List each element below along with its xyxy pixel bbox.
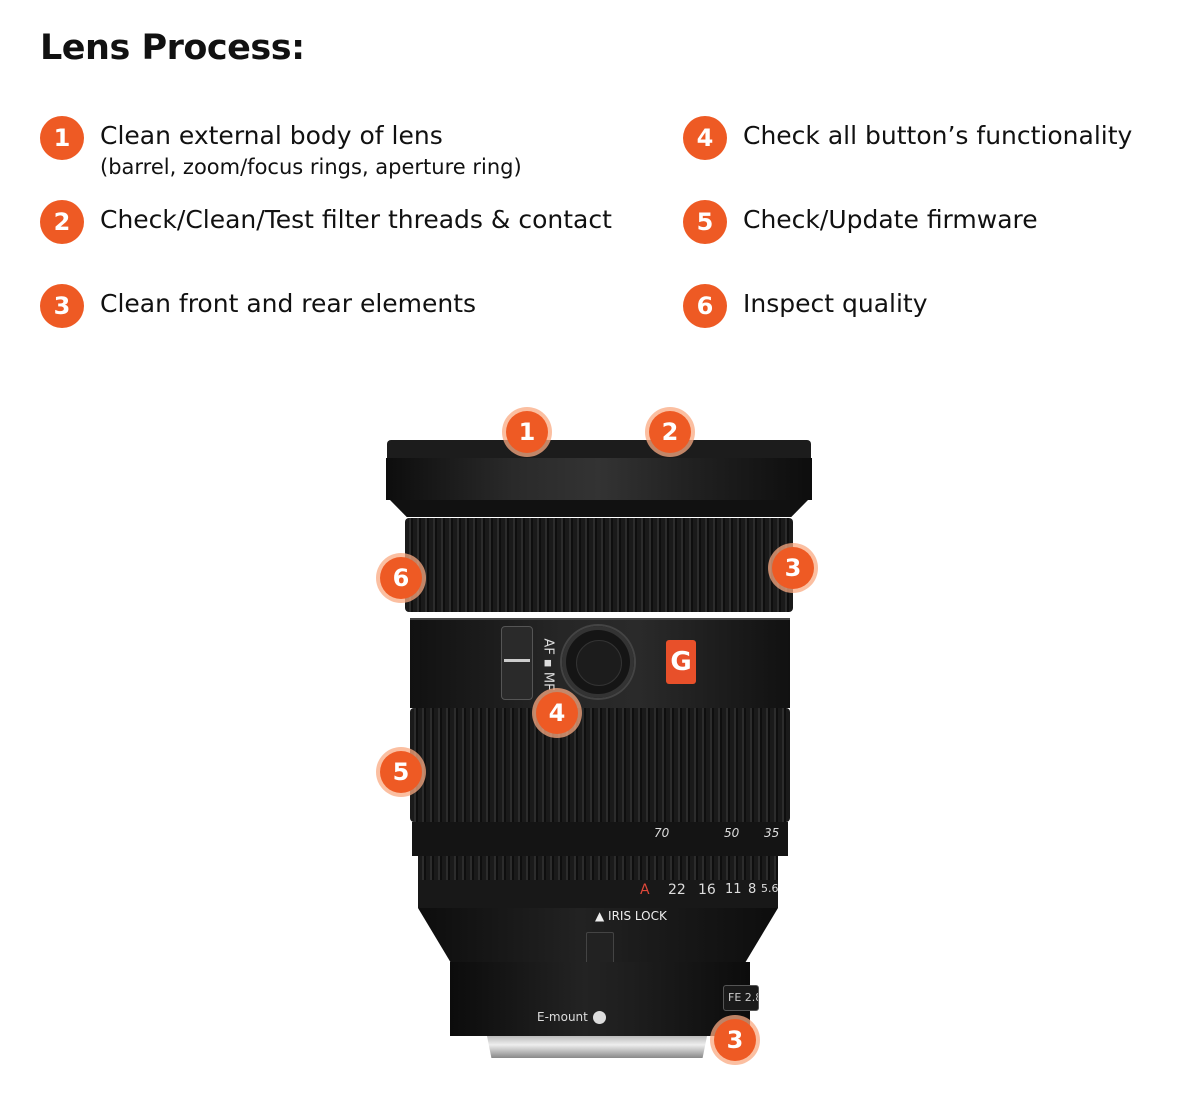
focal-mark: 35 [764, 826, 780, 840]
g-master-logo: G [666, 640, 696, 684]
marker-4: 4 [536, 692, 578, 734]
step-number-badge: 5 [683, 200, 727, 244]
step-label: Clean external body of lens [100, 121, 443, 150]
page-title: Lens Process: [40, 28, 305, 68]
aperture-scale: A 22 16 11 8 5.6 [418, 880, 779, 908]
step-5: 5 Check/Update firmware [683, 200, 1038, 244]
e-mount-label: E-mount [537, 1010, 588, 1024]
step-number-badge: 4 [683, 116, 727, 160]
mount-index-dot [593, 1011, 606, 1024]
step-number-badge: 1 [40, 116, 84, 160]
front-ring-taper [390, 500, 808, 517]
step-2: 2 Check/Clean/Test filter threads & cont… [40, 200, 612, 244]
step-label: Check/Update firmware [743, 205, 1038, 234]
step-number-badge: 6 [683, 284, 727, 328]
metal-mount [487, 1036, 707, 1058]
mount-body [450, 962, 750, 1036]
front-ring [386, 458, 812, 500]
aperture-auto-mark: A [640, 882, 650, 898]
focus-hold-button [562, 626, 634, 698]
aperture-mark: 11 [725, 882, 742, 897]
focal-mark: 70 [654, 826, 670, 840]
af-mf-label: AF ▪ MF [540, 638, 556, 691]
aperture-mark: 8 [748, 882, 757, 897]
focal-mark: 50 [724, 826, 740, 840]
zoom-ring [405, 518, 793, 612]
marker-3: 3 [772, 547, 814, 589]
aperture-mark: 5.6 [761, 882, 779, 895]
step-label: Clean front and rear elements [100, 289, 477, 318]
step-label: Inspect quality [743, 289, 928, 318]
step-label: Check all button’s functionality [743, 121, 1133, 150]
lens-hood-rim [387, 440, 811, 460]
step-number-badge: 3 [40, 284, 84, 328]
iris-lock-label: ▲ IRIS LOCK [595, 909, 667, 923]
step-6: 6 Inspect quality [683, 284, 928, 328]
marker-2: 2 [649, 411, 691, 453]
focal-scale-band: 70 50 35 [412, 822, 788, 856]
step-3: 3 Clean front and rear elements [40, 284, 476, 328]
aperture-mark: 22 [668, 882, 686, 898]
step-1: 1 Clean external body of lens (barrel, z… [40, 116, 522, 181]
aperture-mark: 16 [698, 882, 716, 898]
marker-5: 5 [380, 751, 422, 793]
aperture-ring [418, 856, 778, 880]
marker-3-rear: 3 [714, 1019, 756, 1061]
step-4: 4 Check all button’s functionality [683, 116, 1132, 160]
model-label: FE 2.8 [723, 985, 759, 1011]
step-number-badge: 2 [40, 200, 84, 244]
focus-ring [410, 708, 790, 822]
marker-1: 1 [506, 411, 548, 453]
af-mf-switch [501, 626, 533, 700]
step-label: Check/Clean/Test filter threads & contac… [100, 205, 612, 234]
marker-6: 6 [380, 557, 422, 599]
step-detail: (barrel, zoom/focus rings, aperture ring… [100, 155, 522, 179]
